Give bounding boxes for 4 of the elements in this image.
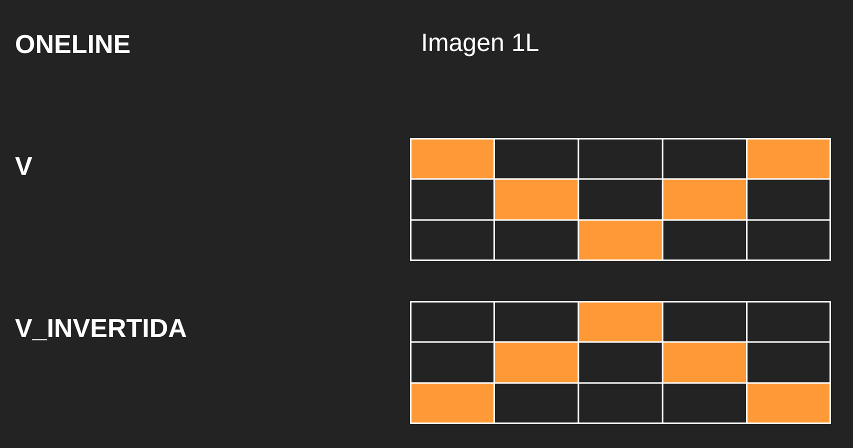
pattern-label: V_INVERTIDA xyxy=(15,315,187,341)
pattern-label: V xyxy=(15,153,32,179)
section-heading: ONELINE xyxy=(15,31,131,57)
column-heading: Imagen 1L xyxy=(421,31,540,56)
